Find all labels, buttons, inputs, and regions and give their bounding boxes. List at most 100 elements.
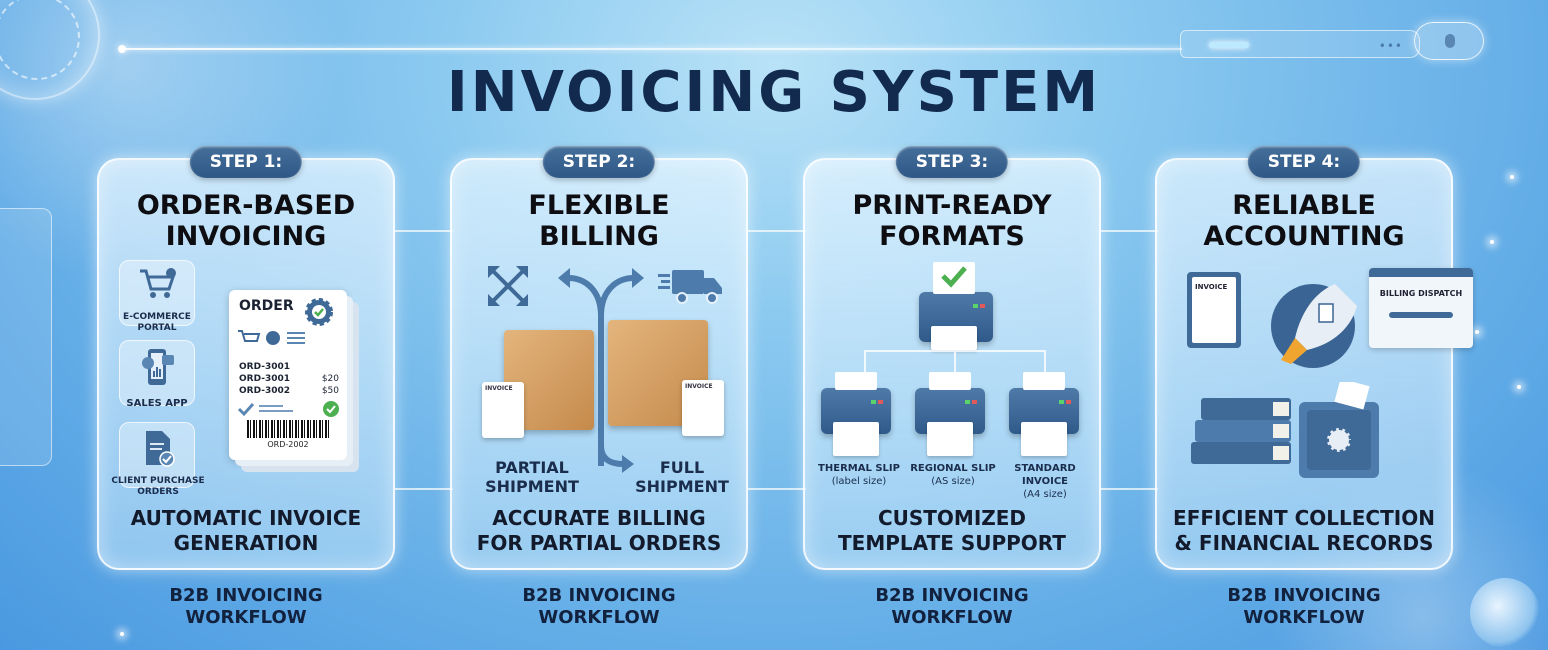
step-summary-line: & FINANCIAL RECORDS: [1174, 531, 1434, 555]
step-title-line: PRINT-READY: [852, 190, 1052, 221]
order-id: ORD-3001: [239, 374, 291, 384]
order-row: ORD-3001: [239, 362, 339, 372]
barcode-label: ORD-2002: [267, 440, 309, 449]
window-button: [1389, 312, 1453, 318]
source-client-po: [119, 422, 195, 488]
format-size: (label size): [831, 476, 887, 487]
order-id: ORD-3002: [239, 386, 291, 396]
check-icon: [941, 266, 967, 288]
connector-line: [1100, 230, 1158, 490]
document-check-icon: [146, 431, 175, 467]
step-card-3: STEP 3: PRINT-READY FORMATS THERMAL SLIP…: [803, 146, 1101, 570]
rocket-icon: [1271, 284, 1357, 368]
source-ecommerce: [119, 260, 195, 326]
order-row: ORD-3001 $20: [239, 374, 339, 384]
step-card-4: STEP 4: RELIABLE ACCOUNTING INVOICE BILL…: [1155, 146, 1473, 570]
order-row: ORD-3002 $50: [239, 386, 339, 396]
printer-leds: [871, 400, 883, 404]
sparkle-icon: [1517, 385, 1521, 389]
option-label-line: SHIPMENT: [635, 477, 729, 496]
printer-leds: [1059, 400, 1071, 404]
option-label-line: PARTIAL: [495, 458, 569, 477]
workflow-caption-line: B2B INVOICING: [1227, 585, 1381, 606]
printer-paper-out: [927, 422, 973, 456]
invoice-paper-label: INVOICE: [685, 383, 713, 390]
delivery-truck-icon: [658, 270, 722, 304]
workflow-caption: B2B INVOICING WORKFLOW: [97, 585, 395, 629]
printer-paper-in: [929, 372, 971, 390]
step-badge: STEP 4:: [1247, 146, 1361, 178]
step-card-1: STEP 1: ORDER-BASED INVOICING E-COMMERCE…: [97, 146, 395, 570]
source-label: SALES APP: [126, 398, 188, 409]
source-label: E-COMMERCE PORTAL: [123, 312, 191, 333]
check-lines-icon: [237, 401, 339, 417]
step-summary-line: EFFICIENT COLLECTION: [1173, 506, 1435, 530]
connector-line: [748, 230, 806, 490]
workflow-caption-line: WORKFLOW: [1243, 607, 1365, 628]
printer-leds: [973, 304, 985, 308]
hud-bar-fill: [1209, 42, 1249, 48]
invoice-paper-label: INVOICE: [485, 385, 513, 392]
printer-paper-in: [1023, 372, 1065, 390]
cart-gear-icons: [238, 330, 305, 345]
step-summary: AUTOMATIC INVOICE GENERATION: [99, 506, 393, 556]
header-line-decoration: [118, 45, 1182, 53]
step-summary: ACCURATE BILLING FOR PARTIAL ORDERS: [452, 506, 746, 556]
step-badge: STEP 1:: [189, 146, 303, 178]
workflow-caption: B2B INVOICING WORKFLOW: [450, 585, 748, 629]
workflow-caption-line: WORKFLOW: [538, 607, 660, 628]
printer-paper-in: [933, 262, 975, 294]
window-titlebar: [1369, 268, 1473, 277]
format-thermal: THERMAL SLIP (label size): [811, 462, 907, 488]
main-printer-icon: [919, 262, 993, 350]
globe-decoration: [1470, 578, 1540, 648]
source-label: CLIENT PURCHASE ORDERS: [111, 476, 205, 497]
invoice-paper: INVOICE: [682, 380, 724, 436]
invoice-paper: INVOICE: [482, 382, 524, 438]
hud-bar-decoration: •••: [1180, 30, 1420, 58]
step-summary-line: FOR PARTIAL ORDERS: [476, 531, 722, 555]
step-summary-line: GENERATION: [173, 531, 319, 555]
connector-line: [395, 230, 453, 490]
books-safe-icon: [1191, 382, 1379, 478]
source-sales-app: [119, 340, 195, 406]
order-amount: $50: [321, 386, 339, 396]
printer-leds: [965, 400, 977, 404]
sparkle-icon: [1475, 330, 1479, 334]
step-title-line: ORDER-BASED: [136, 190, 356, 221]
billing-dispatch-window: BILLING DISPATCH: [1369, 268, 1473, 348]
regional-printer-icon: [915, 372, 985, 456]
mobile-chart-icon: [142, 349, 174, 385]
option-label-line: SHIPMENT: [485, 477, 579, 496]
step-title: ORDER-BASED INVOICING: [99, 190, 393, 252]
format-size: (AS size): [931, 476, 975, 487]
step-title-line: BILLING: [539, 221, 659, 252]
page-title: INVOICING SYSTEM: [446, 60, 1102, 125]
step-title: RELIABLE ACCOUNTING: [1157, 190, 1451, 252]
step-summary: EFFICIENT COLLECTION & FINANCIAL RECORDS: [1157, 506, 1451, 556]
step-summary: CUSTOMIZED TEMPLATE SUPPORT: [805, 506, 1099, 556]
toggle-decoration: [1414, 22, 1484, 60]
step-badge: STEP 2:: [542, 146, 656, 178]
format-name: STANDARD INVOICE: [1014, 463, 1076, 487]
order-document: ORDER ORD-3001 ORD-3001 $20 ORD-3002 $50 O…: [229, 290, 347, 460]
printer-paper-out: [931, 326, 977, 350]
option-label-line: FULL: [659, 458, 705, 477]
order-heading: ORDER: [239, 298, 294, 314]
order-id: ORD-3001: [239, 362, 291, 372]
barcode: [247, 420, 329, 438]
invoice-clipboard-icon: INVOICE: [1187, 272, 1241, 348]
sparkle-icon: [120, 632, 124, 636]
step-title: PRINT-READY FORMATS: [805, 190, 1099, 252]
workflow-caption: B2B INVOICING WORKFLOW: [1155, 585, 1453, 629]
standard-printer-icon: [1009, 372, 1079, 456]
step-title: FLEXIBLE BILLING: [452, 190, 746, 252]
gear-check-icon: [305, 298, 333, 326]
printer-paper-out: [1021, 422, 1067, 456]
clipboard-label: INVOICE: [1192, 277, 1236, 343]
order-amount: $20: [321, 374, 339, 384]
option-partial-shipment: PARTIAL SHIPMENT: [472, 458, 592, 496]
printer-paper-out: [833, 422, 879, 456]
workflow-caption: B2B INVOICING WORKFLOW: [803, 585, 1101, 629]
format-size: (A4 size): [1023, 489, 1067, 500]
